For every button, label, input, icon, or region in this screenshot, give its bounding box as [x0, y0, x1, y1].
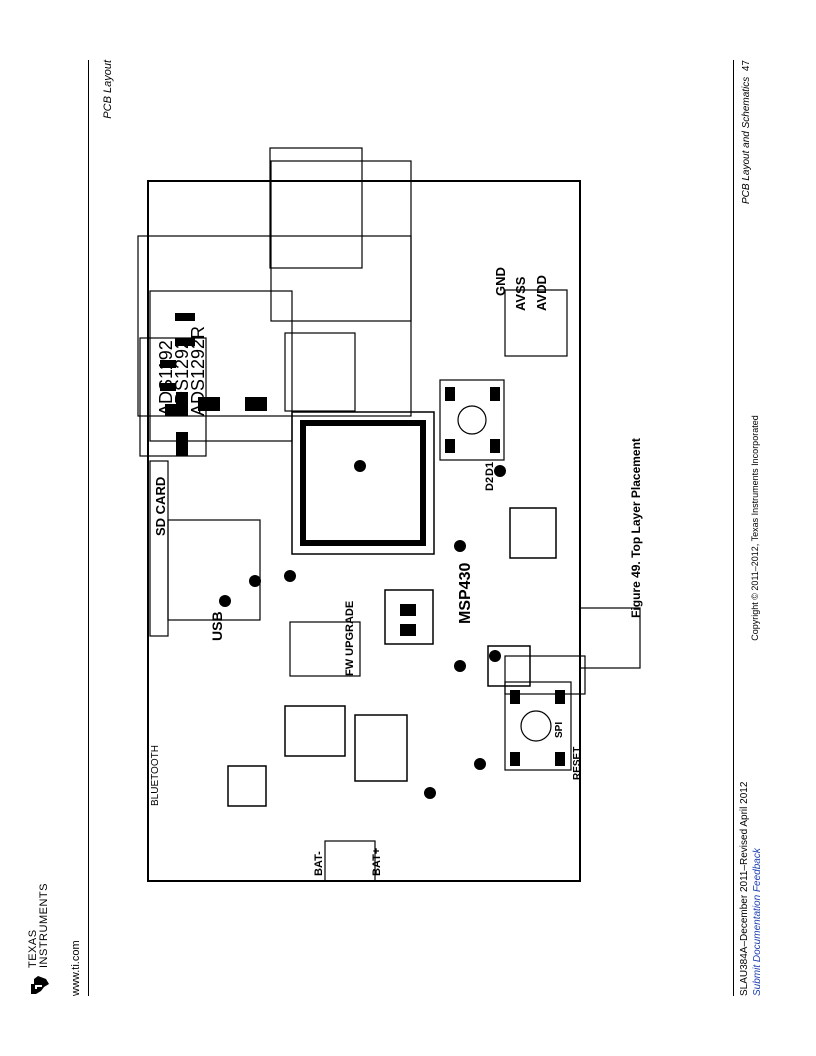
switch-sw2 — [439, 379, 505, 461]
label-sd-card: SD CARD — [153, 477, 168, 536]
switch-reset — [504, 681, 572, 771]
label-d1: D1 — [484, 462, 496, 476]
label-avdd: AVDD — [534, 275, 549, 311]
figure-caption: Figure 49. Top Layer Placement — [629, 438, 643, 618]
label-gnd: GND — [493, 267, 508, 296]
ads-chip — [284, 332, 356, 412]
bluetooth-module — [167, 519, 261, 621]
fw-upgrade-block — [289, 621, 361, 677]
label-usb: USB — [209, 611, 225, 641]
msp430-chip — [291, 411, 435, 555]
page-number: 47 — [741, 60, 752, 72]
sd-card-socket — [149, 290, 293, 442]
label-spi: SPI — [554, 722, 565, 738]
label-reset: RESET — [572, 747, 583, 780]
label-ads1192: ADS1192 — [156, 340, 176, 416]
spi-header — [504, 655, 586, 695]
label-msp430: MSP430 — [457, 563, 474, 624]
battery-connector — [324, 840, 376, 882]
label-bat-pos: BAT+ — [371, 848, 383, 876]
label-bluetooth: BLUETOOTH — [150, 745, 161, 806]
doc-revision: –December 2011–Revised April 2012 — [739, 781, 750, 947]
texas-instruments-logo-icon — [31, 976, 49, 994]
connector-outline-top — [270, 160, 412, 322]
connector-p5 — [137, 235, 412, 417]
ti-logo: Texas Instruments — [27, 883, 50, 996]
label-avss: AVSS — [513, 276, 528, 311]
label-bat-neg: BAT- — [313, 851, 325, 876]
footer-right: PCB Layout and Schematics 47 — [741, 60, 752, 204]
label-ads1292: ADS1292 — [172, 339, 192, 416]
label-fw-upgrade: FW UPGRADE — [344, 601, 356, 676]
connector-p9 — [269, 147, 363, 269]
footer-rule — [733, 60, 734, 996]
switch-sw4 — [504, 289, 568, 357]
label-ads1292r: ADS1292R — [188, 326, 208, 416]
spi-tab — [579, 607, 641, 669]
doc-id: SLAU384A — [739, 946, 750, 996]
chapter-title: PCB Layout and Schematics — [741, 76, 752, 204]
label-d2: D2 — [484, 477, 496, 491]
